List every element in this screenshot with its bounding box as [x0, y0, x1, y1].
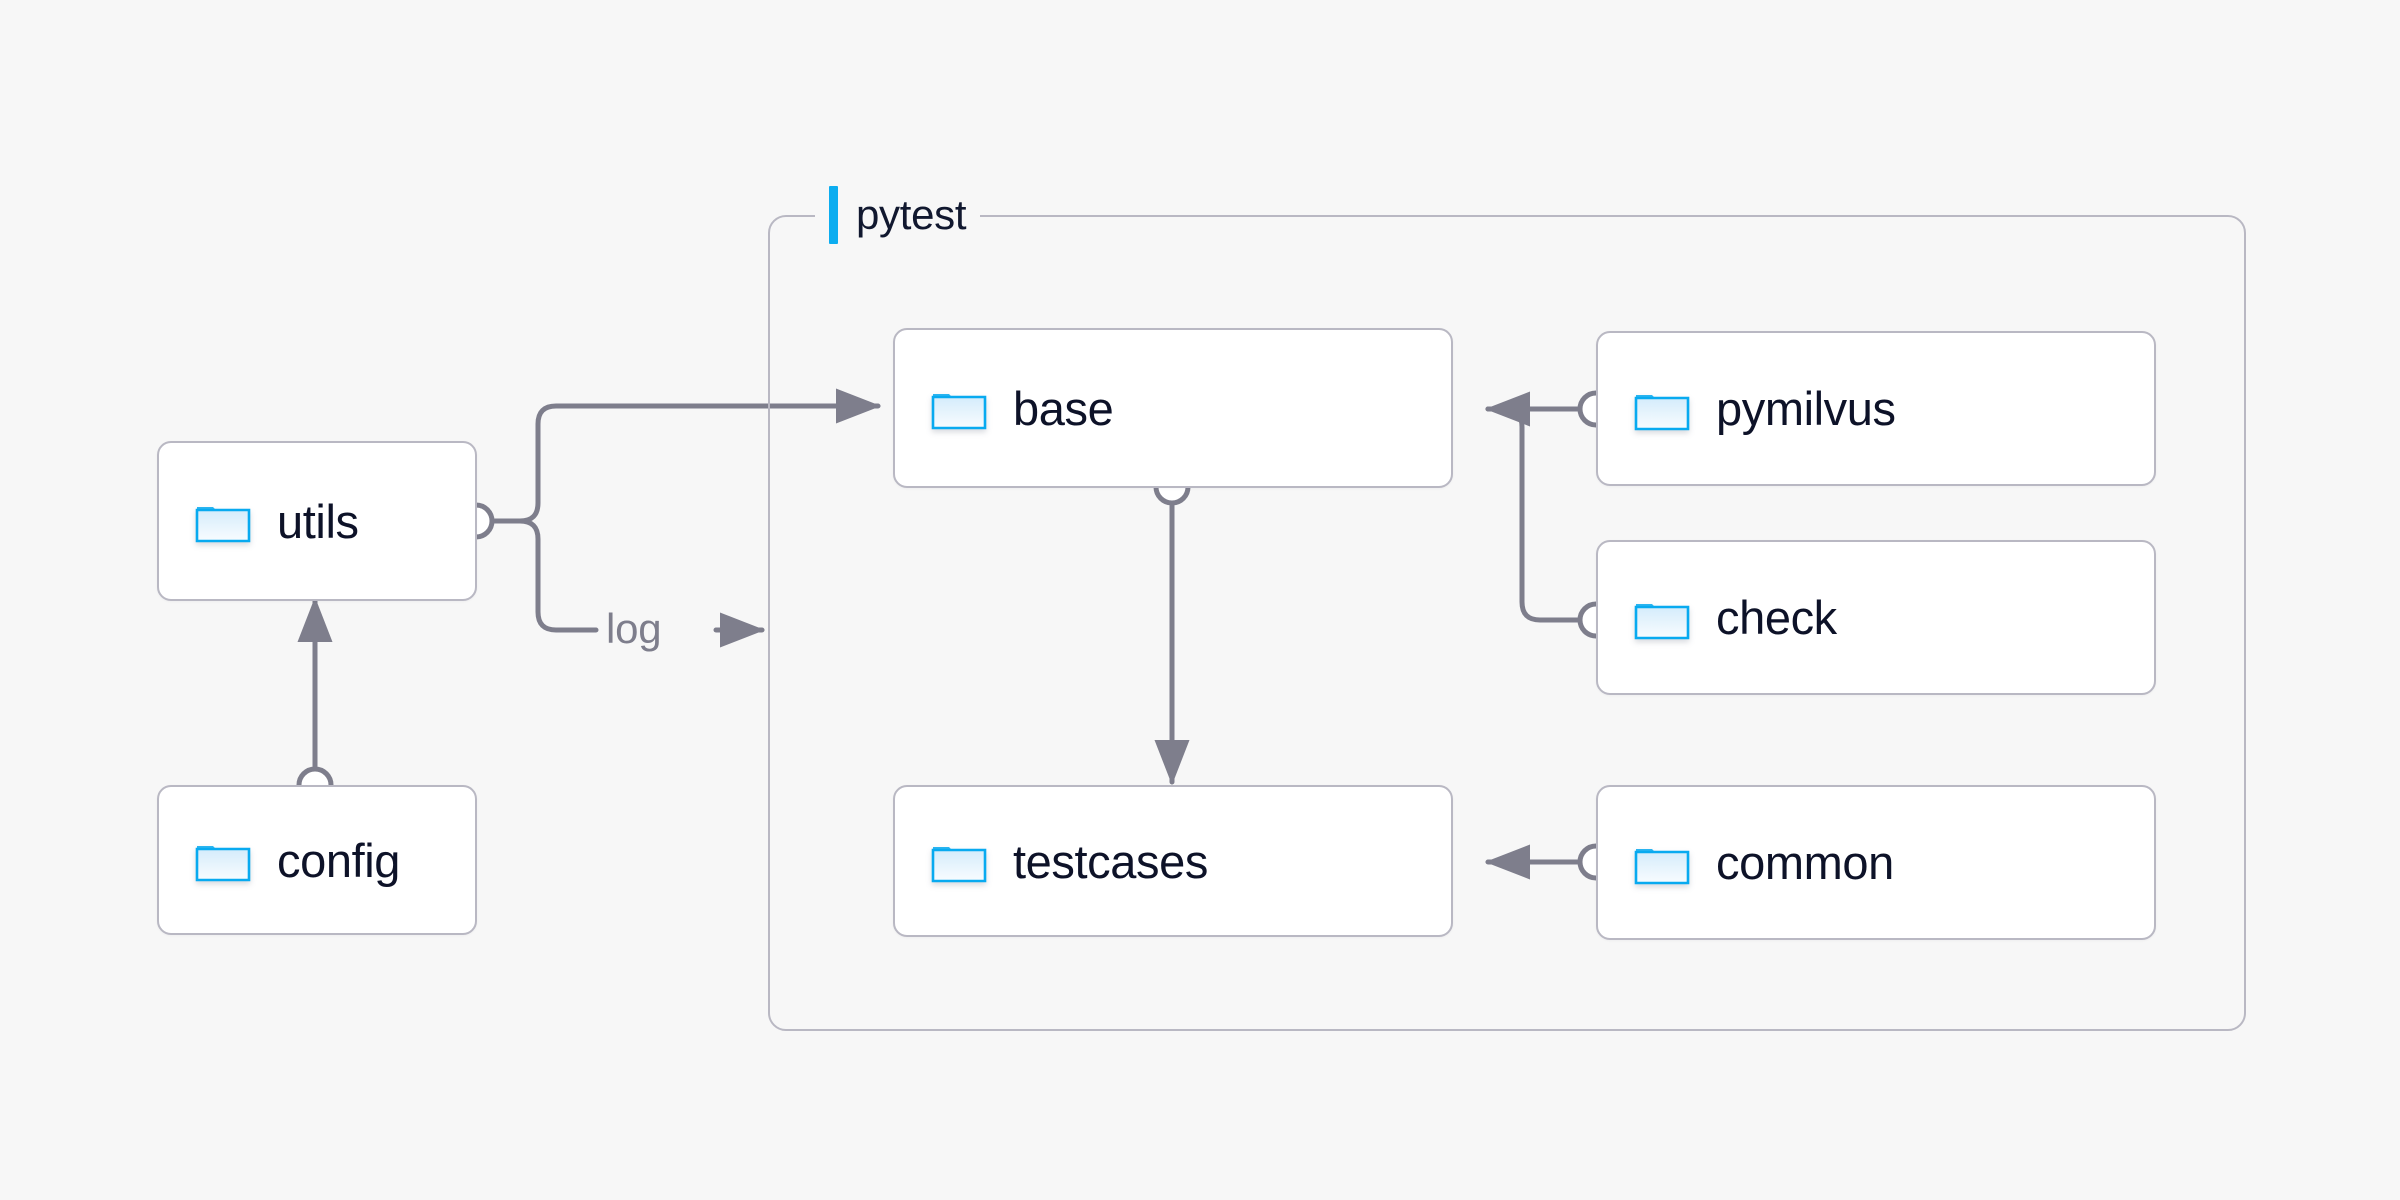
node-config[interactable]: config	[157, 785, 477, 935]
node-label-check: check	[1716, 591, 1837, 644]
edge-label-log: log	[600, 605, 668, 653]
group-title-label: pytest	[856, 191, 967, 238]
folder-icon	[1634, 848, 1690, 884]
node-label-pymilvus: pymilvus	[1716, 382, 1896, 435]
node-check[interactable]: check	[1596, 540, 2156, 695]
node-label-config: config	[277, 833, 401, 887]
node-label-common: common	[1716, 836, 1894, 889]
node-base[interactable]: base	[893, 328, 1453, 488]
folder-icon	[1634, 394, 1690, 430]
group-accent-bar-icon	[829, 186, 838, 244]
group-title-pytest: pytest	[815, 186, 981, 244]
node-label-base: base	[1013, 381, 1114, 435]
folder-icon	[195, 846, 251, 882]
folder-icon	[1634, 603, 1690, 639]
node-testcases[interactable]: testcases	[893, 785, 1453, 937]
folder-icon	[931, 394, 987, 430]
node-label-utils: utils	[277, 494, 359, 548]
node-label-testcases: testcases	[1013, 834, 1208, 888]
node-common[interactable]: common	[1596, 785, 2156, 940]
group-container-pytest[interactable]	[768, 215, 2246, 1031]
node-pymilvus[interactable]: pymilvus	[1596, 331, 2156, 486]
node-utils[interactable]: utils	[157, 441, 477, 601]
folder-icon	[195, 507, 251, 543]
folder-icon	[931, 847, 987, 883]
